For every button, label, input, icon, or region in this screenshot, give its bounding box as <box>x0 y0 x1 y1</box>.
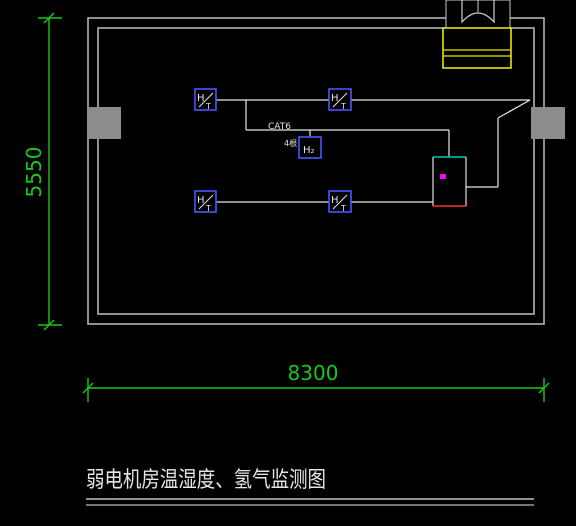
temp-humidity-sensor-bottom-right[interactable]: H T <box>328 190 352 213</box>
controller-indicator-mark <box>440 174 446 179</box>
cable-type-label: CAT6 <box>268 122 291 132</box>
svg-text:T: T <box>205 102 211 111</box>
svg-text:H: H <box>331 195 339 206</box>
svg-text:T: T <box>340 204 346 213</box>
top-equipment[interactable] <box>442 0 512 69</box>
drawing-title: 弱电机房温湿度、氢气监测图 <box>86 468 326 493</box>
right-wall-door[interactable] <box>531 107 565 139</box>
hydrogen-sensor[interactable]: H₂ <box>298 136 322 159</box>
wiring <box>216 99 531 203</box>
svg-text:T: T <box>340 102 346 111</box>
cable-count-label: 4根 <box>284 138 297 148</box>
temp-humidity-sensor-bottom-left[interactable]: H T <box>194 190 217 213</box>
svg-text:H: H <box>197 195 205 206</box>
svg-text:T: T <box>205 204 211 213</box>
vertical-dimension-text: 5550 <box>22 147 46 198</box>
left-wall-door[interactable] <box>88 107 121 139</box>
horizontal-dimension-text: 8300 <box>288 361 339 385</box>
monitoring-controller[interactable] <box>432 156 467 207</box>
temp-humidity-sensor-top-right[interactable]: H T <box>328 88 352 111</box>
svg-text:H: H <box>197 93 205 104</box>
vertical-dimension <box>38 12 62 331</box>
room-walls <box>87 17 545 325</box>
hydrogen-sensor-label: H₂ <box>303 145 315 156</box>
temp-humidity-sensor-top-left[interactable]: H T <box>194 88 217 111</box>
title-underline <box>86 498 534 506</box>
svg-text:H: H <box>331 93 339 104</box>
horizontal-dimension <box>82 378 550 402</box>
